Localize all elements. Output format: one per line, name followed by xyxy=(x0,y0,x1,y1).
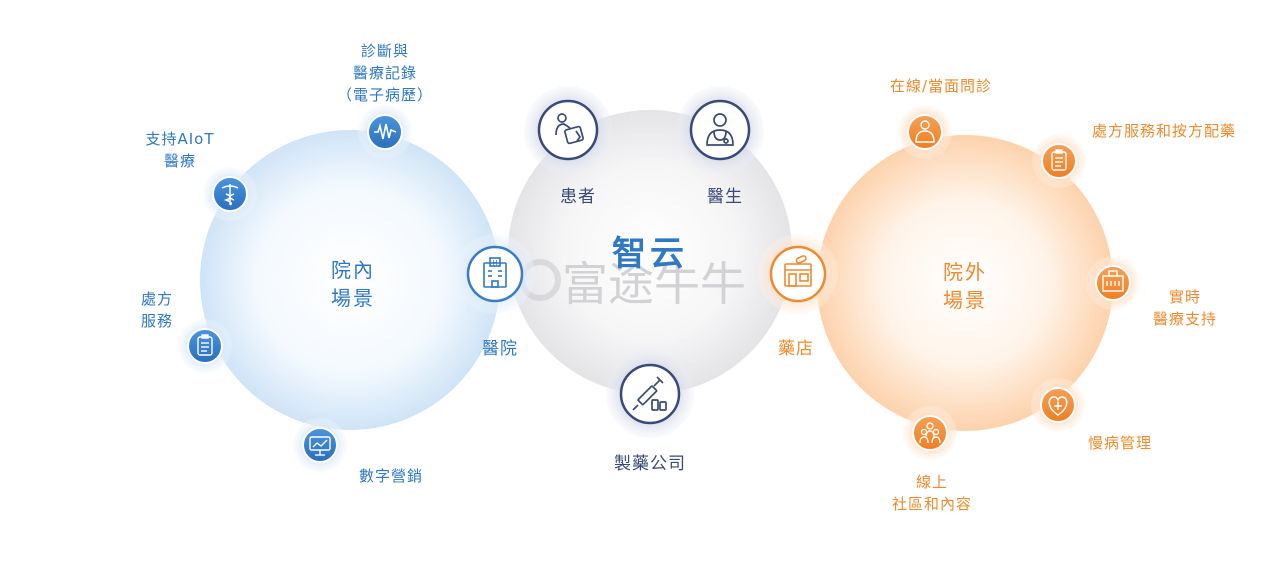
chronic-node[interactable] xyxy=(1031,378,1085,432)
doctor-icon xyxy=(706,113,734,146)
pharma-node[interactable] xyxy=(606,350,694,438)
outhospital-circle xyxy=(817,135,1113,431)
community-label-line1: 線上 xyxy=(915,473,949,491)
chronic-label: 慢病管理 xyxy=(1087,434,1153,452)
realtime-node[interactable] xyxy=(1086,256,1140,310)
aiot-label-line1: 支持AIoT xyxy=(145,130,215,148)
records-label-line1: 診斷與 xyxy=(360,42,410,60)
prescription-label-line1: 處方 xyxy=(140,290,174,308)
doctor-person-icon xyxy=(915,120,935,143)
patient-node[interactable] xyxy=(524,86,612,174)
watermark-text: 富途牛牛 xyxy=(562,257,746,311)
prescription-label: 處方 服務 xyxy=(141,288,173,332)
prescription-label-line2: 服務 xyxy=(140,312,174,330)
hospital-label: 醫院 xyxy=(482,339,518,359)
doctor-label: 醫生 xyxy=(707,187,743,207)
records-label-line3: （電子病歷） xyxy=(336,86,434,104)
aiot-node[interactable] xyxy=(203,167,257,221)
patient-tablet-icon xyxy=(555,113,584,145)
caduceus-icon xyxy=(221,184,239,206)
realtime-label: 實時 醫療支持 xyxy=(1153,286,1217,330)
community-icon xyxy=(919,422,941,444)
hospital-icon: H xyxy=(483,257,507,288)
dispense-node[interactable] xyxy=(1032,134,1086,188)
outhospital-title-line2: 場景 xyxy=(943,288,987,312)
records-label-line2: 醫療記錄 xyxy=(352,64,418,82)
outhospital-title-line1: 院外 xyxy=(943,260,987,284)
center-circle xyxy=(508,110,792,394)
realtime-label-line2: 醫療支持 xyxy=(1152,310,1218,328)
doctor-node[interactable] xyxy=(676,86,764,174)
monitor-chart-icon xyxy=(309,436,331,456)
pharma-label: 製藥公司 xyxy=(614,454,686,474)
records-node[interactable] xyxy=(358,105,412,159)
heart-plus-icon xyxy=(1048,396,1068,416)
community-label: 線上 社區和內容 xyxy=(892,471,972,515)
pharmacy-label: 藥店 xyxy=(778,339,814,359)
marketing-label: 數字營銷 xyxy=(358,467,424,485)
waveform-icon xyxy=(374,123,397,140)
clipboard-icon xyxy=(1051,149,1067,171)
inhospital-circle xyxy=(200,130,500,430)
aiot-label-line2: 醫療 xyxy=(163,152,196,170)
inhospital-title-line1: 院內 xyxy=(331,258,375,282)
inhospital-title-line2: 場景 xyxy=(331,286,375,310)
hospital-hub[interactable]: H xyxy=(455,234,535,314)
outhospital-title: 院外 場景 xyxy=(943,258,987,314)
community-node[interactable] xyxy=(903,406,957,460)
patient-label: 患者 xyxy=(560,187,596,207)
pharmacy-store-icon xyxy=(784,255,812,287)
dispense-label: 處方服務和按方配藥 xyxy=(1091,122,1237,140)
consult-node[interactable] xyxy=(898,105,952,159)
marketing-node[interactable] xyxy=(293,418,347,472)
records-label: 診斷與 醫療記錄 （電子病歷） xyxy=(337,40,433,106)
consult-label: 在線/當面問診 xyxy=(889,77,993,95)
community-label-line2: 社區和內容 xyxy=(891,495,973,513)
center-title: 智云 xyxy=(612,234,688,274)
aiot-label: 支持AIoT 醫療 xyxy=(145,128,214,172)
clipboard-icon xyxy=(197,334,213,356)
pharmacy-hub[interactable] xyxy=(758,234,838,314)
prescription-node[interactable] xyxy=(178,319,232,373)
svg-text:H: H xyxy=(492,259,497,267)
inhospital-title: 院內 場景 xyxy=(331,256,375,312)
hospital-building-icon xyxy=(1102,270,1124,292)
realtime-label-line1: 實時 xyxy=(1168,288,1202,306)
syringe-vials-icon xyxy=(632,376,667,411)
